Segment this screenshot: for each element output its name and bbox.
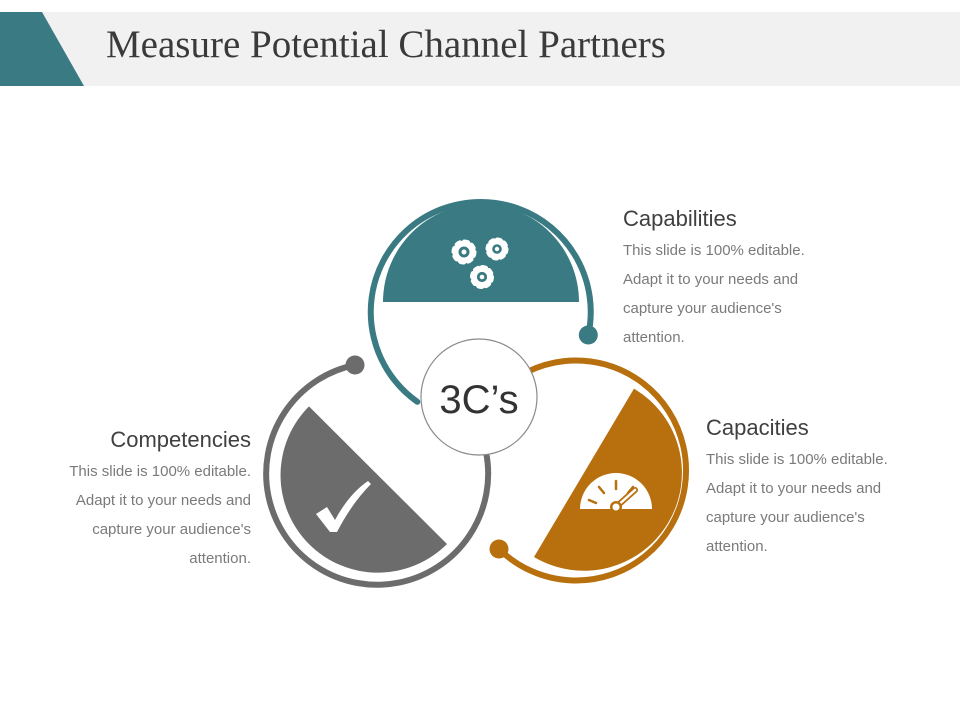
capabilities-segment [383,204,579,302]
competencies-body: This slide is 100% editable. Adapt it to… [69,463,251,567]
center-label: 3C’s [439,378,518,422]
capacities-ring [489,357,690,584]
capacities-block: Capacities This slide is 100% editable. … [706,415,906,561]
checkmark-icon [316,481,371,532]
center-circle [420,338,538,456]
gears-icon [451,237,509,289]
capabilities-body: This slide is 100% editable. Adapt it to… [623,242,805,346]
capabilities-heading: Capabilities [623,206,737,231]
capabilities-block: Capabilities This slide is 100% editable… [623,206,823,352]
competencies-heading: Competencies [110,427,251,452]
competencies-block: Competencies This slide is 100% editable… [30,427,251,573]
header-accent [0,12,84,86]
capacities-body: This slide is 100% editable. Adapt it to… [706,451,888,555]
header-band [0,12,960,86]
capacities-heading: Capacities [706,415,809,440]
gauge-icon [580,473,652,513]
capabilities-ring [367,198,598,405]
page-title: Measure Potential Channel Partners [106,23,666,66]
competencies-ring [263,355,492,588]
